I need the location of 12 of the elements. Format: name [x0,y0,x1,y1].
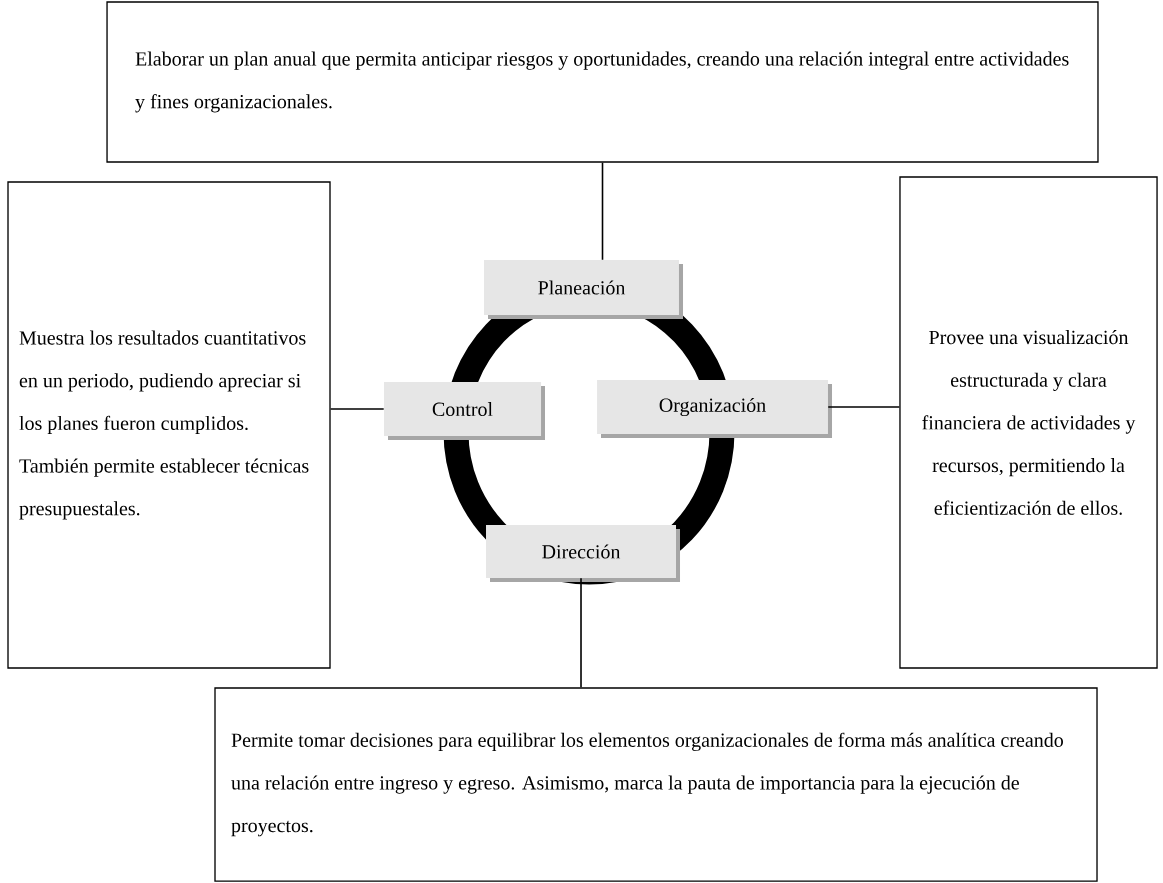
connector-line [580,577,582,689]
stage-label: Dirección [486,524,680,582]
connector-line [601,161,604,261]
text-box: Muestra los resultados cuantitativos en un periodo, pudiendo apreciar si los planes fueron cumplidos. También permite establecer técnicas presupuestales. [7,181,331,669]
connector-line [827,406,901,408]
stage-label: Planeación [484,260,683,319]
stage-label: Control [383,382,545,440]
text-box: Provee una visualización estructurada y clara financiera de actividades y recursos, permitiendo la eficientización de ellos. [899,176,1158,669]
text-box: Elaborar un plan anual que permita anticipar riesgos y oportunidades, creando una relación integral entre actividades y fines organizacionales. [106,1,1099,163]
text-box: Permite tomar decisiones para equilibrar los elementos organizacionales de forma más analítica creando una relación entre ingreso y egreso. Asimismo, marca la pauta de importancia para la ejecución de proyectos. [214,687,1098,882]
connector-line [329,408,385,410]
stage-label: Organización [597,380,832,438]
